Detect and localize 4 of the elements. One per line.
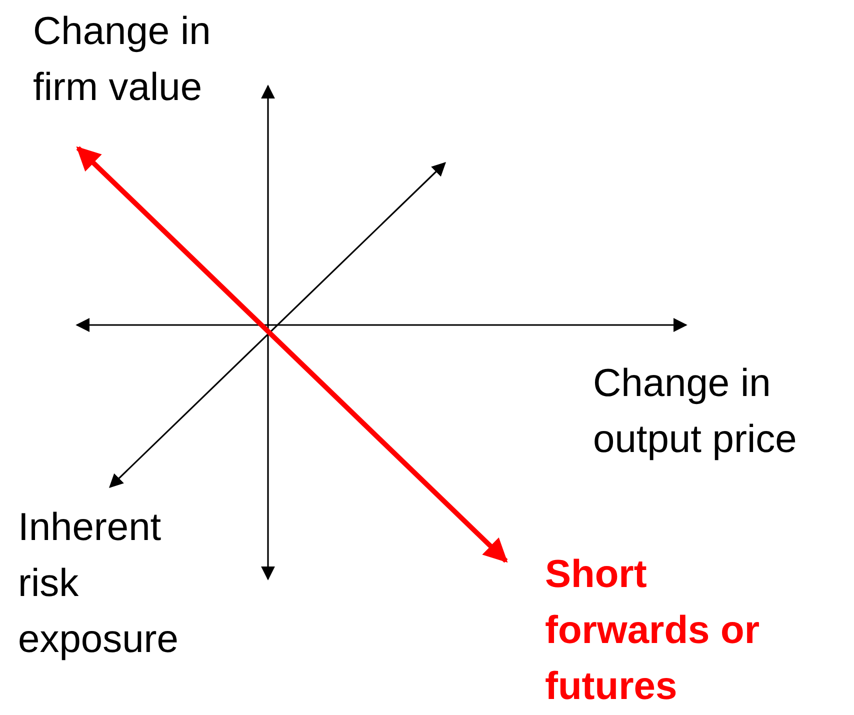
line-label: Short forwards or futures <box>545 552 761 710</box>
axis-label: Change in firm value <box>33 9 212 111</box>
axis-label: Change in output price <box>593 361 798 463</box>
line-label: Inherent risk exposure <box>18 505 180 663</box>
